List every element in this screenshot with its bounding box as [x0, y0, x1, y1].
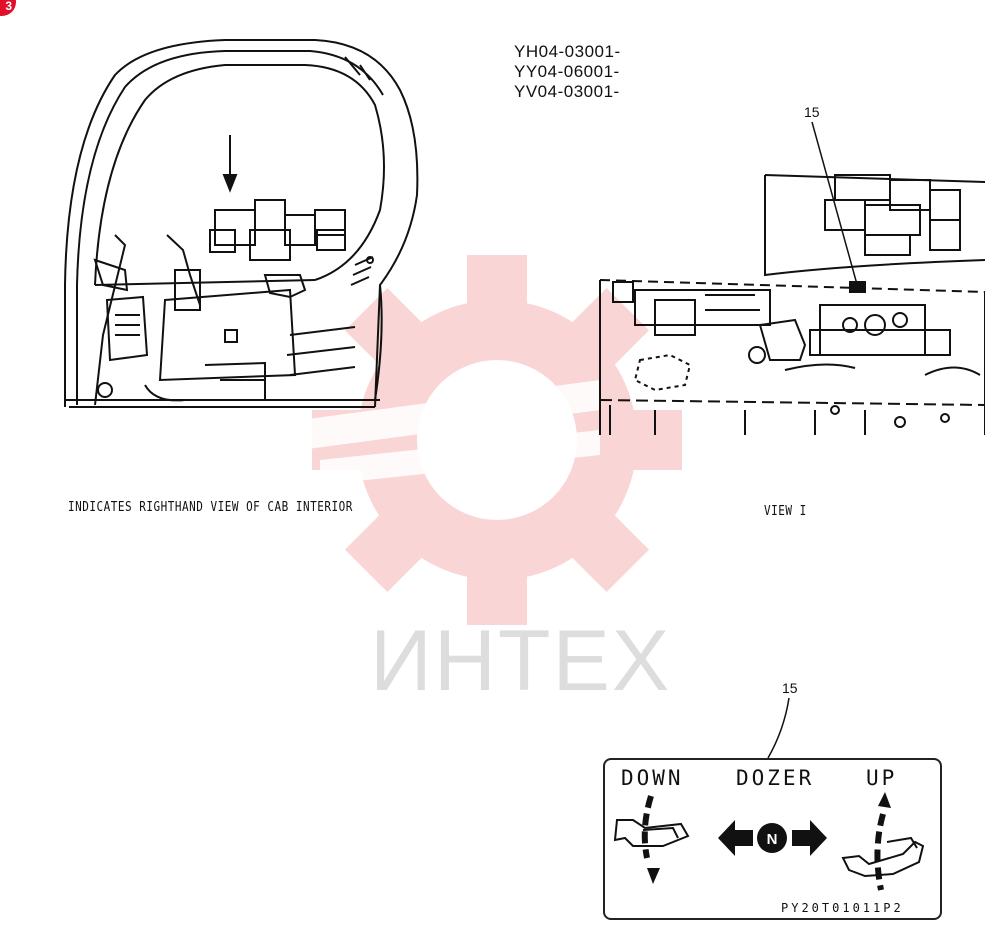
decal-label-up: UP: [866, 766, 898, 790]
neutral-icon: [757, 823, 787, 853]
view-i-illustration: [599, 174, 985, 435]
arrow-left-icon: [718, 820, 753, 856]
hand-lever-up-icon: [841, 836, 925, 878]
caption-left: INDICATES RIGHTHAND VIEW OF CAB INTERIOR: [68, 499, 353, 515]
decal-label-dozer: DOZER: [736, 766, 815, 790]
callout-number-top: 15: [804, 104, 820, 120]
serial-number: YV04-03001-: [514, 82, 620, 101]
dozer-decal: [603, 758, 942, 920]
serial-number: YY04-06001-: [514, 62, 620, 81]
serial-number-list: YH04-03001- YY04-06001- YV04-03001-: [514, 42, 621, 102]
arrow-right-icon: [792, 820, 827, 856]
lever-arc-down-icon: [641, 795, 654, 859]
callout-number-bottom: 15: [782, 680, 798, 696]
arrow-up-icon: [878, 792, 891, 808]
caption-right: VIEW I: [764, 503, 807, 519]
neutral-label: N: [767, 831, 778, 848]
decal-label-down: DOWN: [621, 766, 684, 790]
watermark-text: ИНТЕХ: [370, 613, 672, 709]
serial-number: YH04-03001-: [514, 42, 621, 61]
lever-arc-up-icon: [874, 813, 886, 891]
hand-lever-down-icon: [613, 819, 690, 847]
decal-graphics: N: [613, 792, 925, 891]
cab-interior-illustration: [64, 39, 419, 408]
decal-part-code: PY20T01011P2: [781, 901, 904, 915]
arrow-down-icon: [647, 868, 660, 884]
corner-badge-label: 3: [5, 0, 12, 13]
